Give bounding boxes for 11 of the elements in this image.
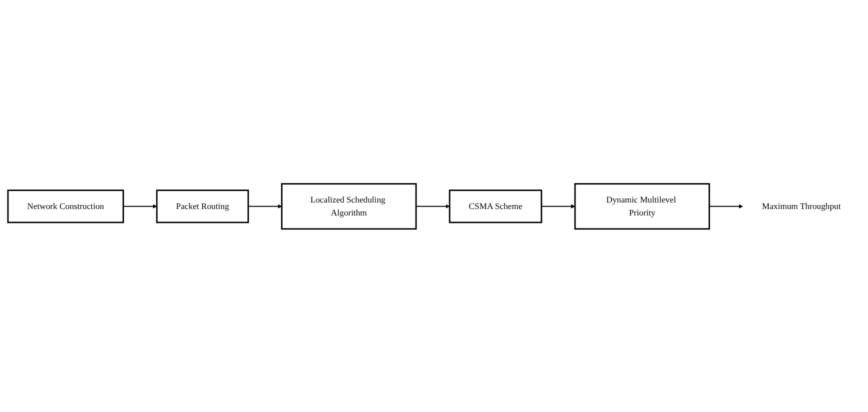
- node-box: Network Construction: [7, 189, 124, 223]
- node-box: Dynamic Multilevel Priority: [574, 182, 710, 230]
- arrow: [416, 204, 450, 208]
- arrow: [541, 204, 576, 208]
- node-box: Localized Scheduling Algorithm: [281, 182, 417, 230]
- arrow: [122, 204, 158, 208]
- node-box: Packet Routing: [156, 189, 249, 223]
- node-box: CSMA Scheme: [448, 189, 542, 223]
- node-text: Maximum Throughput: [762, 200, 841, 211]
- arrow: [708, 204, 744, 208]
- arrow: [248, 204, 282, 208]
